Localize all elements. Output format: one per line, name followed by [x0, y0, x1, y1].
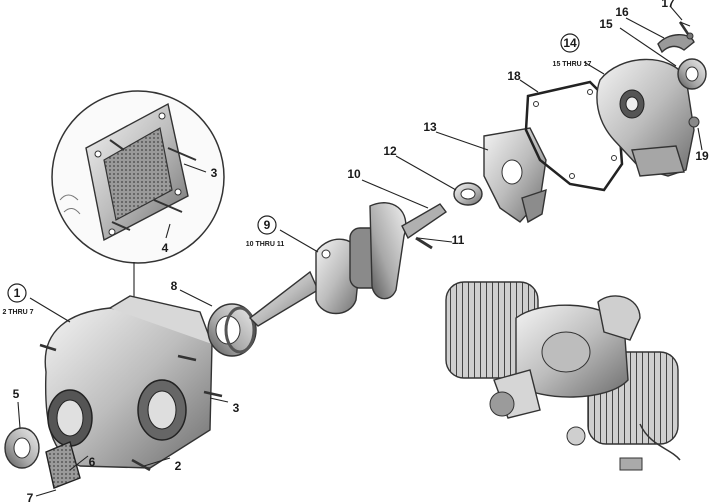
- retaining-clip: [657, 34, 695, 54]
- cover-bearing: [677, 58, 707, 90]
- callout-18-label: 18: [507, 69, 521, 83]
- callout-19-label: 19: [695, 149, 709, 163]
- callout-16-label: 16: [615, 5, 629, 19]
- assembled-engine: [445, 281, 681, 471]
- callout-7-label: 7: [27, 491, 34, 504]
- main-bearing: [207, 303, 257, 357]
- callout-1-circle: [7, 283, 27, 303]
- leader-lines: [17, 5, 703, 497]
- callout-1-sub: 2 THRU 7: [2, 309, 33, 316]
- plug: [688, 116, 700, 128]
- callout-5-label: 5: [13, 387, 20, 401]
- callout-14-circle: [560, 33, 580, 53]
- callout-1-label: 1: [14, 286, 21, 300]
- thrust-washer: [453, 182, 483, 206]
- oil-screen: [45, 441, 81, 489]
- callout-3a-label: 3: [211, 166, 218, 180]
- callout-2-label: 2: [175, 459, 182, 473]
- crankcase-cover: [596, 58, 695, 177]
- crankcase-half: [39, 295, 223, 472]
- callout-15-label: 15: [599, 17, 613, 31]
- screw: [678, 21, 694, 40]
- callout-13-label: 13: [423, 120, 437, 134]
- crankshaft: [248, 202, 447, 327]
- callout-9-label: 9: [264, 218, 271, 232]
- callout-9-circle: [257, 215, 277, 235]
- callout-10-label: 10: [347, 167, 361, 181]
- oil-seal: [4, 427, 40, 469]
- callout-3b-label: 3: [233, 401, 240, 415]
- callout-17-label: 17: [661, 0, 675, 10]
- detail-inset: [51, 90, 225, 308]
- callout-14-label: 14: [563, 36, 577, 50]
- breather-plate: [59, 102, 197, 242]
- callout-4-label: 4: [162, 241, 169, 255]
- callout-6-label: 6: [89, 455, 96, 469]
- callout-12-label: 12: [383, 144, 397, 158]
- callout-14-sub: 15 THRU 17: [553, 61, 592, 68]
- oil-slinger: [483, 127, 547, 224]
- callout-11-label: 11: [452, 233, 465, 247]
- callout-8-label: 8: [171, 279, 178, 293]
- callout-9-sub: 10 THRU 11: [246, 241, 285, 248]
